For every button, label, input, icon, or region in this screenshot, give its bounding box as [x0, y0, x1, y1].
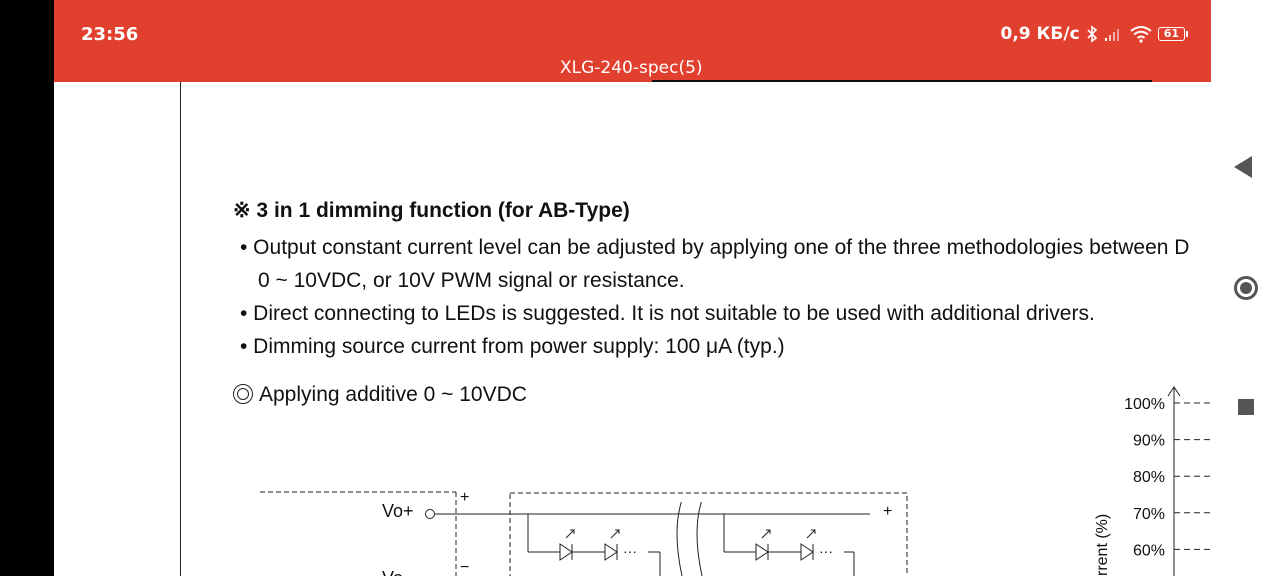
subheading-text: Applying additive 0 ~ 10VDC	[259, 383, 527, 406]
section-heading: ※ 3 in 1 dimming function (for AB-Type)	[233, 199, 630, 222]
bluetooth-icon	[1087, 25, 1097, 43]
document-title: XLG-240-spec(5)	[560, 58, 703, 78]
bullet-text: • Direct connecting to LEDs is suggested…	[240, 302, 1095, 325]
vo-minus-label: Vo-	[382, 568, 409, 576]
battery-icon: 61	[1157, 27, 1189, 41]
subheading: Applying additive 0 ~ 10VDC	[233, 383, 527, 407]
bullet-text: • Dimming source current from power supp…	[240, 335, 785, 358]
ellipsis-right: ···	[819, 543, 833, 559]
double-circle-icon	[233, 384, 253, 404]
chart-ylabel: rrent (%)	[1094, 514, 1111, 576]
minus-sign: −	[460, 559, 469, 576]
plus-sign-right: +	[883, 503, 892, 520]
vo-plus-label: Vo+	[382, 501, 414, 521]
wiring-diagram: Vo+ Vo- + − + ··· ···	[260, 489, 908, 576]
status-bar: 23:56 0,9 КБ/с 61 XLG-240-spec(5)	[54, 0, 1211, 82]
home-icon[interactable]	[1234, 276, 1258, 300]
signal-icon	[1104, 29, 1119, 41]
chart-ytick-label: 100%	[1124, 396, 1165, 413]
bullet-continuation: 0 ~ 10VDC, or 10V PWM signal or resistan…	[258, 269, 685, 292]
chart-ytick-label: 60%	[1133, 542, 1165, 559]
title-underline	[652, 80, 1152, 82]
dimming-chart: 100% 90% 80% 70% 60% rrent (%)	[1094, 386, 1215, 576]
chart-ytick-label: 80%	[1133, 469, 1165, 486]
chart-ytick-label: 90%	[1133, 433, 1165, 450]
status-indicators: 0,9 КБ/с 61	[1000, 24, 1189, 44]
plus-sign: +	[460, 489, 469, 506]
back-icon[interactable]	[1234, 156, 1252, 178]
ellipsis: ···	[623, 543, 637, 559]
chart-ytick-label: 70%	[1133, 506, 1165, 523]
page-border	[180, 82, 181, 576]
recents-icon[interactable]	[1238, 399, 1254, 415]
network-speed: 0,9 КБ/с	[1000, 24, 1080, 44]
bullet-text: • Output constant current level can be a…	[240, 236, 1190, 259]
left-edge	[0, 0, 54, 576]
wifi-icon	[1130, 26, 1152, 43]
status-time: 23:56	[81, 24, 139, 45]
